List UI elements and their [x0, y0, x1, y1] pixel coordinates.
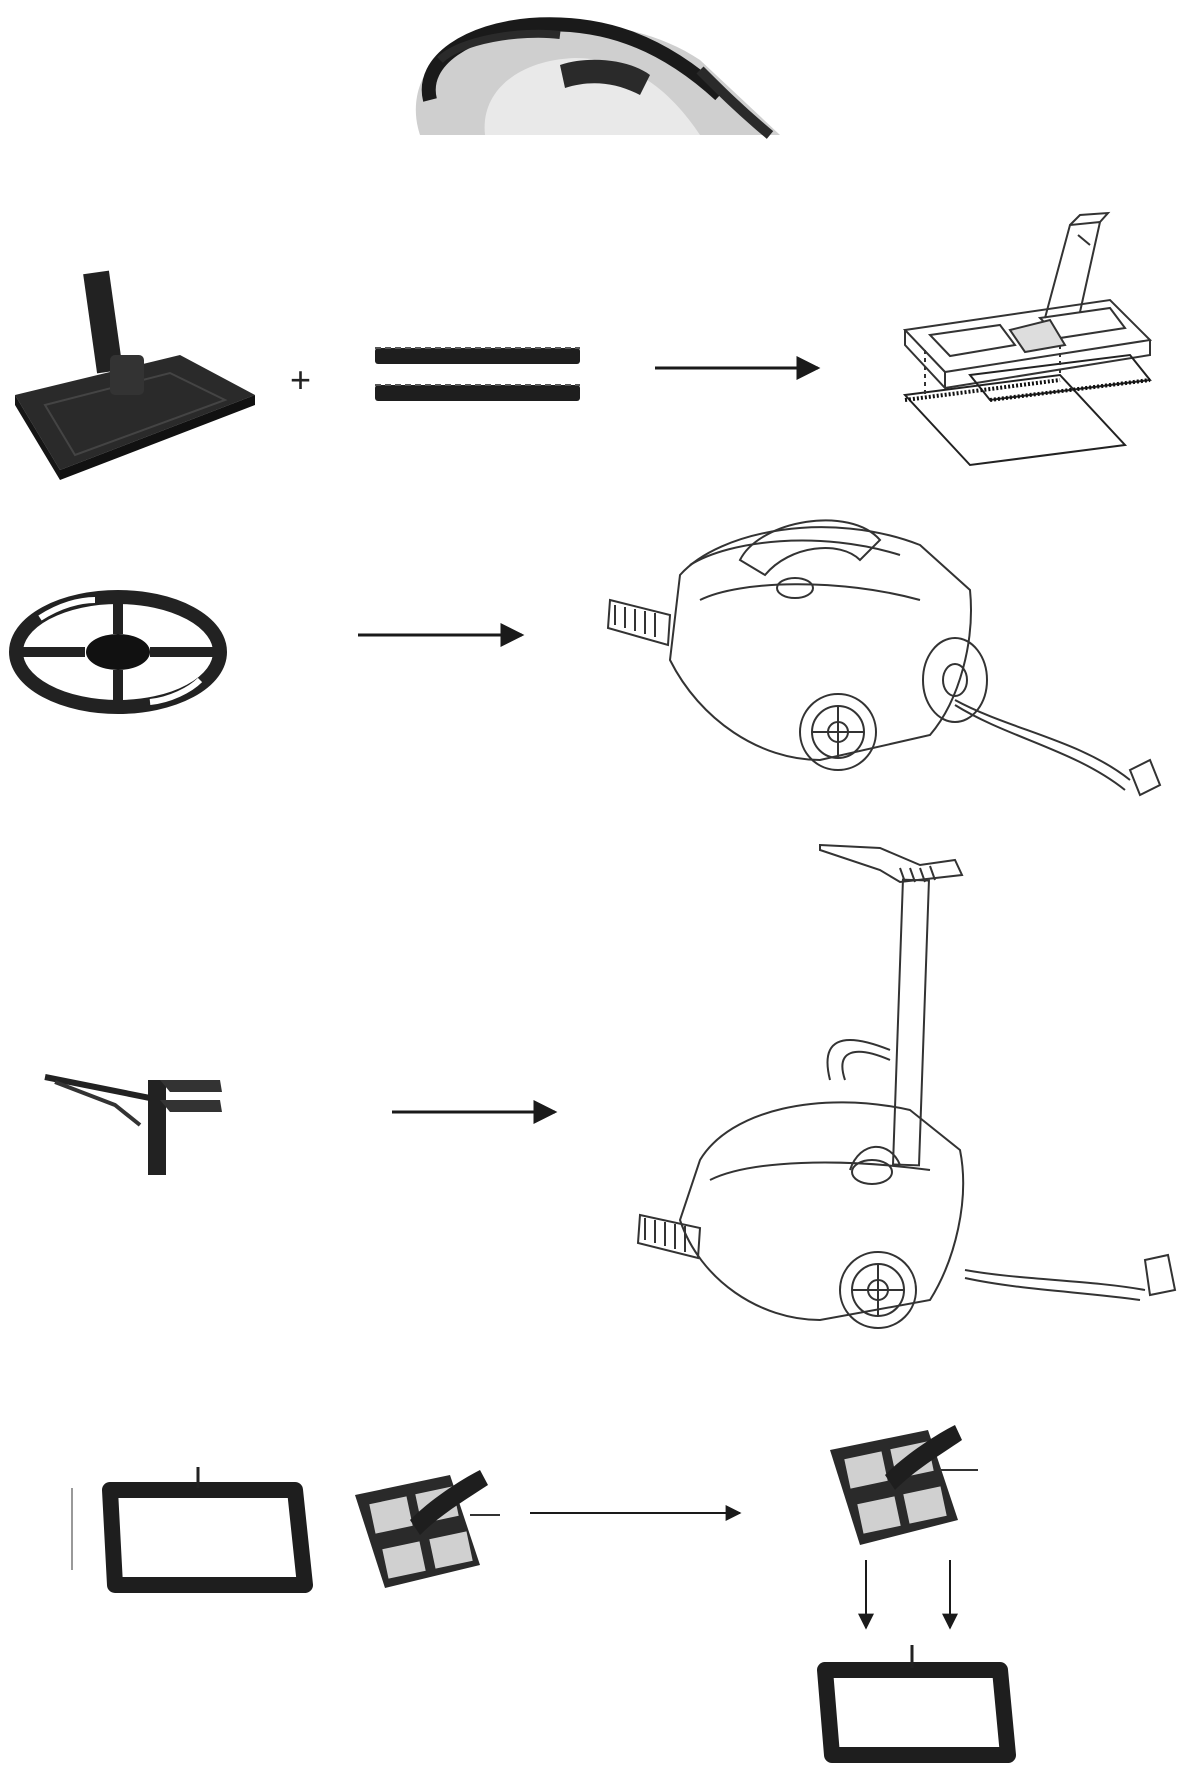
- mop-frame-icon: [71, 1467, 313, 1593]
- steam-cleaner-body-icon: [606, 519, 1162, 797]
- squeegee-strips-icon: [375, 347, 580, 401]
- steam-cleaner-top-icon: [415, 17, 780, 139]
- handle-hook-icon: [44, 1074, 222, 1175]
- steam-cleaner-with-pole-icon: [636, 843, 1177, 1329]
- plus-sign: +: [290, 359, 311, 400]
- floor-mop-head-icon: [15, 270, 255, 480]
- pad-icon: [355, 1470, 500, 1588]
- pad-frame-assembly-icon: [817, 1425, 1016, 1763]
- mop-with-strips-assembly-icon: [902, 211, 1153, 467]
- wheel-holder-icon: [9, 590, 227, 714]
